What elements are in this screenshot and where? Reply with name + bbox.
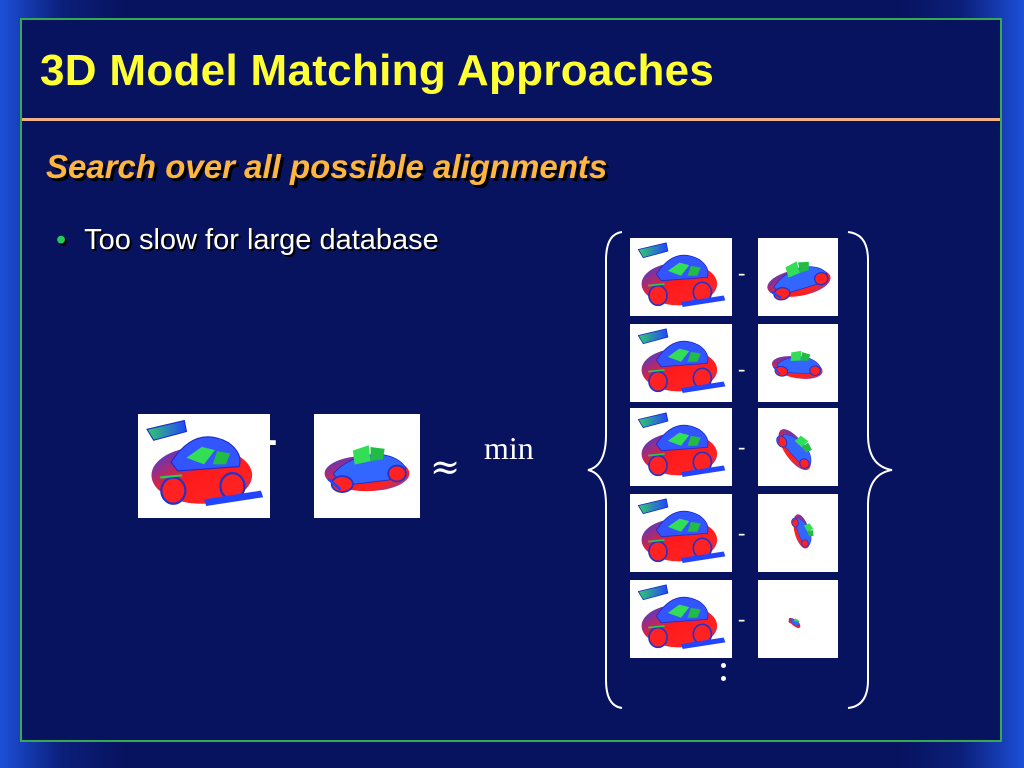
query-model-image <box>138 414 270 518</box>
target-model-image <box>314 414 420 518</box>
convertible-car-icon <box>771 420 823 477</box>
slide-title: 3D Model Matching Approaches <box>40 46 715 95</box>
bullet-text: Too slow for large database <box>84 224 439 256</box>
convertible-car-icon <box>786 614 804 631</box>
beetle-car-icon <box>145 419 265 508</box>
dot-icon <box>720 650 726 655</box>
row-3-query-image <box>630 408 732 486</box>
row-2-rotated-image <box>758 324 838 402</box>
row-1-rotated-image <box>758 238 838 316</box>
row-5-minus: - <box>738 606 746 631</box>
slide-subtitle: Search over all possible alignments <box>46 148 608 185</box>
dot-icon <box>720 663 726 668</box>
beetle-car-icon <box>637 584 727 650</box>
row-3-minus: - <box>738 434 746 459</box>
beetle-car-icon <box>637 328 727 394</box>
dot-icon <box>720 676 726 681</box>
row-1-minus: - <box>738 260 746 285</box>
convertible-car-icon <box>323 443 411 494</box>
row-1-query-image <box>630 238 732 316</box>
row-2-minus: - <box>738 356 746 381</box>
slide-frame: 3D Model Matching Approaches Search over… <box>20 18 1002 742</box>
beetle-car-icon <box>637 498 727 564</box>
convertible-car-icon <box>769 345 827 384</box>
convertible-car-icon <box>762 255 834 303</box>
beetle-car-icon <box>637 242 727 308</box>
convertible-car-icon <box>789 510 819 551</box>
continuation-dots <box>718 650 728 689</box>
row-4-rotated-image <box>758 494 838 572</box>
bullet-item: • Too slow for large database <box>56 224 439 257</box>
beetle-car-icon <box>637 412 727 478</box>
row-4-query-image <box>630 494 732 572</box>
row-5-rotated-image <box>758 580 838 658</box>
bullet-icon: • <box>56 224 67 256</box>
difference-operator: - <box>264 418 278 462</box>
left-brace <box>587 231 623 709</box>
approx-symbol: ≈ <box>430 447 461 488</box>
title-divider <box>22 118 1000 121</box>
right-brace <box>847 231 893 709</box>
row-3-rotated-image <box>758 408 838 486</box>
row-2-query-image <box>630 324 732 402</box>
row-4-minus: - <box>738 520 746 545</box>
row-5-query-image <box>630 580 732 658</box>
min-label: min <box>484 430 534 466</box>
